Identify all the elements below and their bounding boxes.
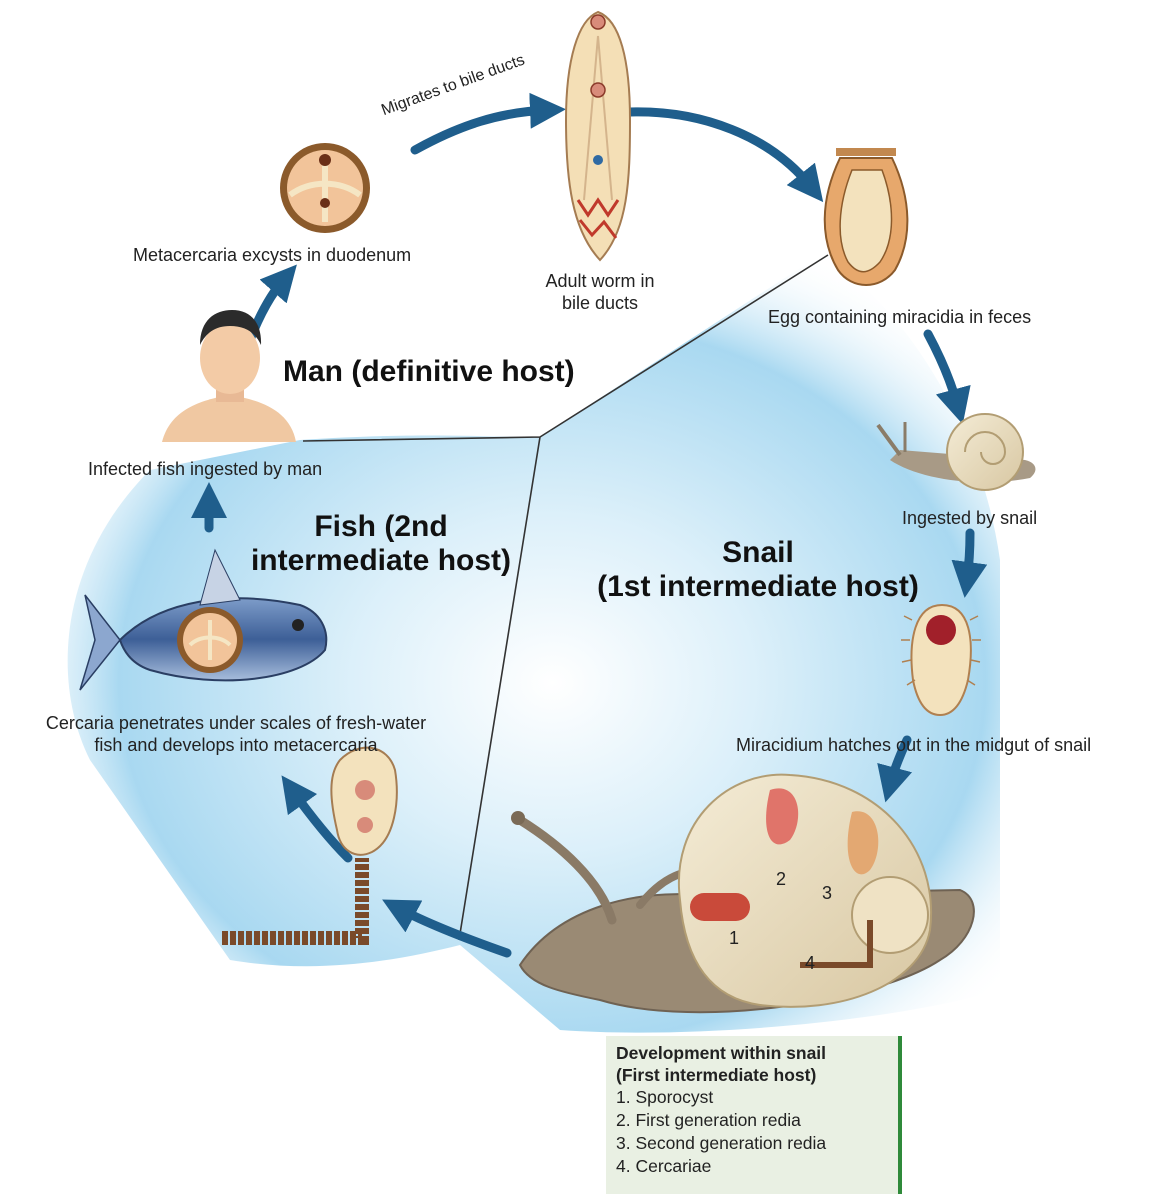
snail-stage-number: 2 xyxy=(776,869,786,890)
label-metacercaria-excysts: Metacercaria excysts in duodenum xyxy=(133,244,411,266)
metacercaria-illustration xyxy=(280,143,370,233)
label-adult-worm-line1: Adult worm in xyxy=(525,270,675,292)
arrow-to-miracidium xyxy=(967,533,970,580)
host-man: Man (definitive host) xyxy=(283,355,575,389)
development-box-title-line2: (First intermediate host) xyxy=(616,1064,888,1086)
host-snail-line1: Snail xyxy=(583,536,933,570)
label-miracidium: Miracidium hatches out in the midgut of … xyxy=(736,734,1091,756)
label-infected-fish: Infected fish ingested by man xyxy=(88,458,322,480)
development-box-title-line1: Development within snail xyxy=(616,1042,888,1064)
development-within-snail-box: Development within snail (First intermed… xyxy=(606,1036,902,1194)
label-cercaria-line2: fish and develops into metacercaria xyxy=(6,734,466,756)
development-item: 2. First generation redia xyxy=(616,1109,888,1132)
adult-worm-illustration xyxy=(566,12,630,260)
label-adult-worm: Adult worm in bile ducts xyxy=(525,270,675,314)
snail-stage-number: 1 xyxy=(729,928,739,949)
development-item: 3. Second generation redia xyxy=(616,1132,888,1155)
host-fish-line2: intermediate host) xyxy=(236,544,526,578)
man-illustration xyxy=(162,310,296,442)
label-cercaria: Cercaria penetrates under scales of fres… xyxy=(6,712,466,756)
label-ingested-by-snail: Ingested by snail xyxy=(902,507,1037,529)
host-snail: Snail (1st intermediate host) xyxy=(583,536,933,604)
host-fish-line1: Fish (2nd xyxy=(236,510,526,544)
egg-illustration xyxy=(825,148,908,285)
arrow-to-adult xyxy=(415,110,548,150)
snail-stage-number: 3 xyxy=(822,883,832,904)
development-item: 4. Cercariae xyxy=(616,1155,888,1178)
label-adult-worm-line2: bile ducts xyxy=(525,292,675,314)
snail-stage-number: 4 xyxy=(805,953,815,974)
host-fish: Fish (2nd intermediate host) xyxy=(236,510,526,578)
arrow-to-duodenum xyxy=(248,278,285,345)
host-snail-line2: (1st intermediate host) xyxy=(583,570,933,604)
development-item: 1. Sporocyst xyxy=(616,1086,888,1109)
label-egg: Egg containing miracidia in feces xyxy=(768,306,1031,328)
label-cercaria-line1: Cercaria penetrates under scales of fres… xyxy=(6,712,466,734)
arrow-to-egg xyxy=(630,112,812,188)
